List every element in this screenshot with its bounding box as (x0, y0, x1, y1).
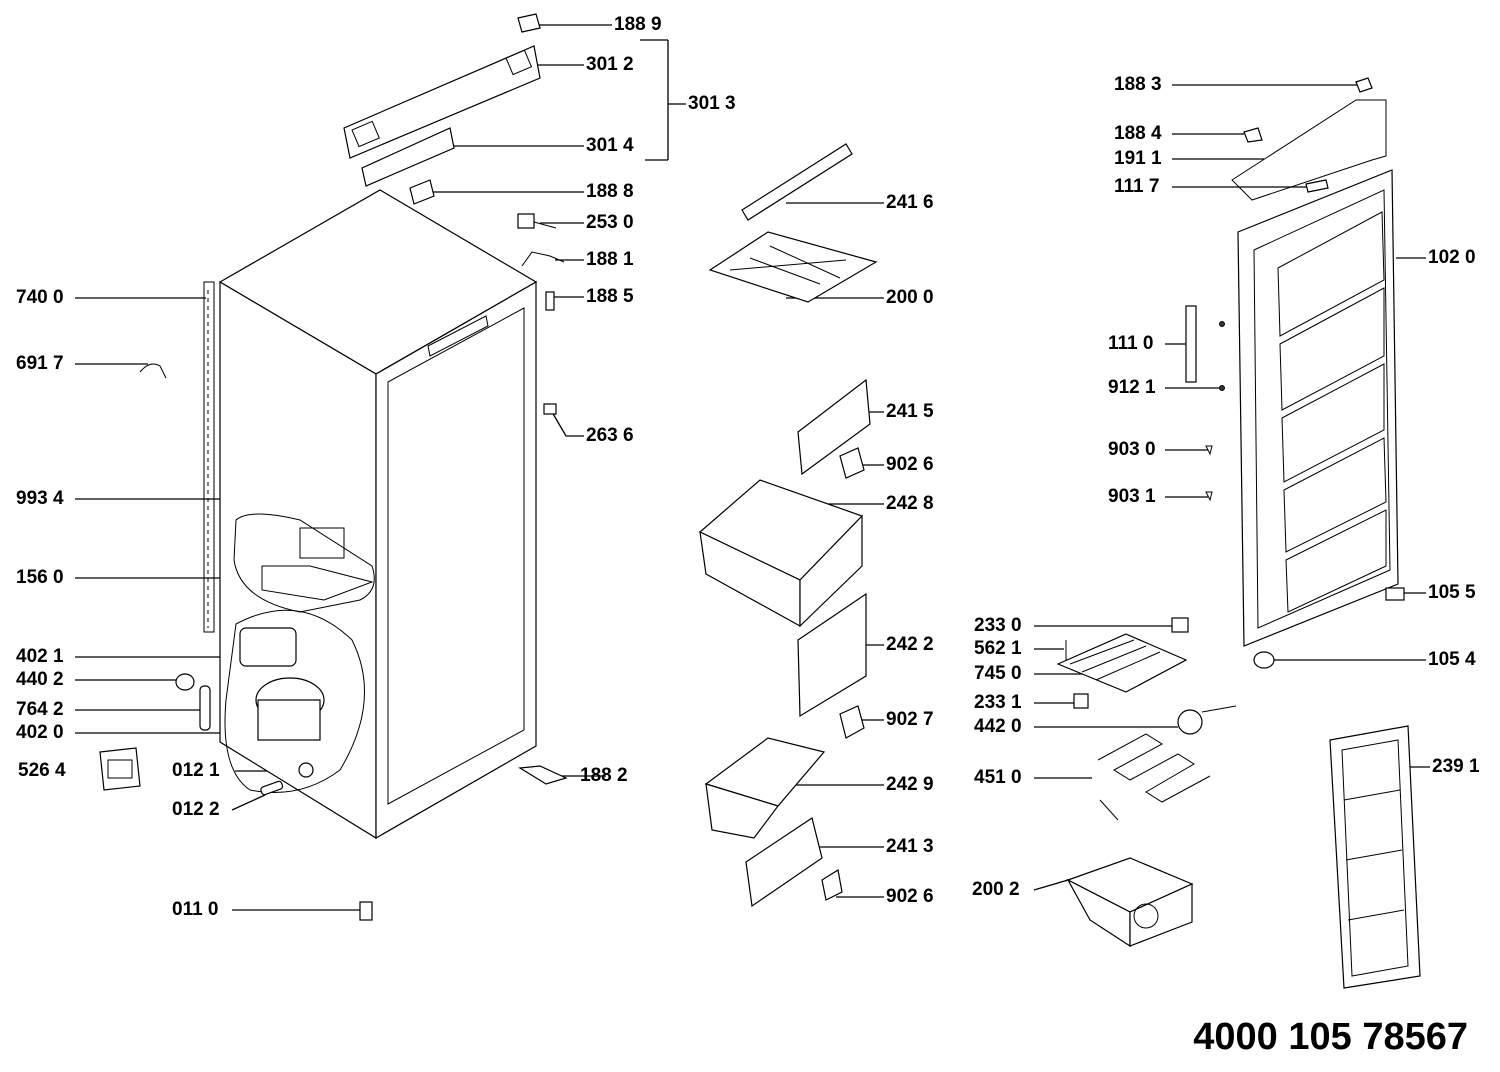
part-label: 442 0 (974, 716, 1022, 737)
part-label: 526 4 (18, 760, 66, 781)
shelves-drawers (698, 143, 878, 908)
part-label: 253 0 (586, 212, 634, 233)
part-label: 102 0 (1428, 247, 1476, 268)
part-label: 105 5 (1428, 582, 1476, 603)
part-label: 745 0 (974, 663, 1022, 684)
part-label: 156 0 (16, 567, 64, 588)
part-label: 402 1 (16, 646, 64, 667)
part-label: 188 5 (586, 286, 634, 307)
part-label: 562 1 (974, 638, 1022, 659)
leader-lines (75, 24, 1430, 911)
part-label: 691 7 (16, 353, 64, 374)
part-label: 263 6 (586, 425, 634, 446)
part-label: 902 6 (886, 886, 934, 907)
part-label: 241 3 (886, 836, 934, 857)
part-label: 402 0 (16, 722, 64, 743)
part-label: 902 7 (886, 709, 934, 730)
part-label: 111 0 (1108, 333, 1154, 354)
part-label: 903 1 (1108, 486, 1156, 507)
evaporator-assembly (1056, 617, 1237, 948)
part-label: 451 0 (974, 767, 1022, 788)
catalog-number: 4000 105 78567 (1193, 1016, 1468, 1058)
part-label: 912 1 (1108, 377, 1156, 398)
part-label: 105 4 (1428, 649, 1476, 670)
part-label: 233 0 (974, 615, 1022, 636)
part-label: 242 2 (886, 634, 934, 655)
part-label: 200 0 (886, 287, 934, 308)
part-label: 440 2 (16, 669, 64, 690)
part-label: 301 4 (586, 135, 634, 156)
part-label: 012 1 (172, 760, 220, 781)
part-label: 111 7 (1114, 176, 1160, 197)
part-label: 011 0 (172, 899, 219, 920)
part-label: 188 4 (1114, 123, 1162, 144)
part-label: 301 2 (586, 54, 634, 75)
part-label: 188 8 (586, 181, 634, 202)
part-label: 200 2 (972, 879, 1020, 900)
part-label: 241 6 (886, 192, 934, 213)
part-label: 241 5 (886, 401, 934, 422)
door-assembly (1185, 77, 1421, 989)
cabinet-assembly (99, 13, 568, 921)
part-label: 902 6 (886, 454, 934, 475)
part-label: 993 4 (16, 488, 64, 509)
part-label: 012 2 (172, 799, 220, 820)
part-label: 242 9 (886, 774, 934, 795)
part-label: 188 9 (614, 14, 662, 35)
part-label: 239 1 (1432, 756, 1480, 777)
part-label: 188 2 (580, 765, 628, 786)
part-label: 903 0 (1108, 439, 1156, 460)
part-label: 301 3 (688, 93, 736, 114)
part-label: 233 1 (974, 692, 1022, 713)
part-label: 188 3 (1114, 74, 1162, 95)
part-label: 191 1 (1114, 148, 1162, 169)
part-label: 764 2 (16, 699, 64, 720)
part-label: 188 1 (586, 249, 634, 270)
part-label: 740 0 (16, 287, 64, 308)
part-label: 242 8 (886, 493, 934, 514)
